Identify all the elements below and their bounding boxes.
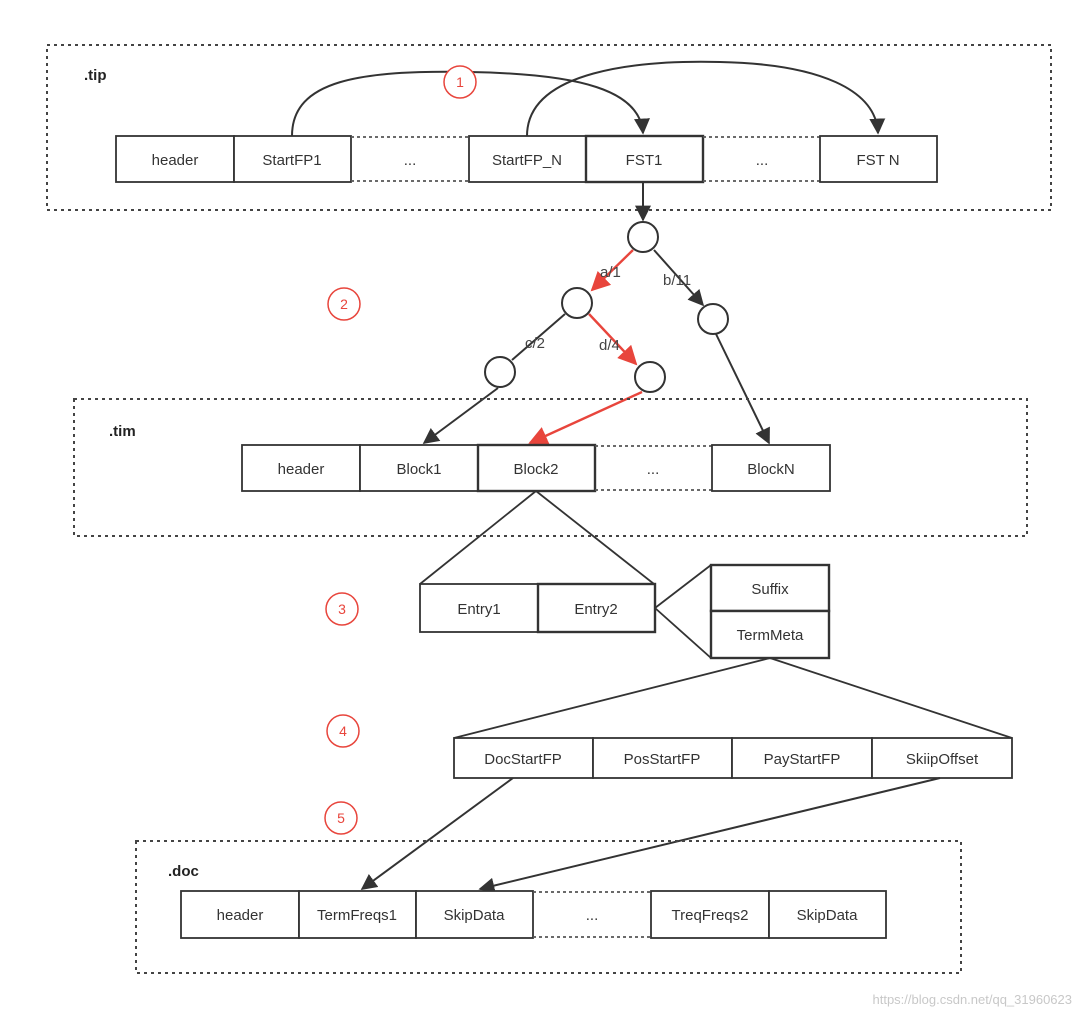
step-1-badge — [443, 65, 477, 99]
tim-frame — [73, 398, 1028, 537]
doc-cell-treqfreqs2 — [650, 890, 770, 939]
termmeta-cell — [709, 609, 831, 660]
termmeta-row: DocStartFP PosStartFP PayStartFP SkiipOf… — [324, 714, 1013, 835]
edge-c-label: c/2 — [525, 335, 545, 352]
edge-a-label: a/1 — [600, 264, 621, 281]
fan-block2-right — [535, 490, 655, 585]
tip-section-label: .tip — [84, 67, 107, 84]
tim-cell-block2-label: Block2 — [513, 461, 558, 478]
suffix-cell — [709, 563, 831, 613]
fst-node-a — [561, 287, 593, 319]
tip-cell-fst-n-label: FST N — [856, 152, 899, 169]
edge-d-label: d/4 — [599, 337, 620, 354]
fan-termmeta-right — [769, 657, 1013, 739]
step-3-label: 3 — [338, 601, 346, 617]
meta-cell-skipoffset-label: SkiipOffset — [906, 751, 979, 768]
edge-b-label: b/11 — [663, 272, 691, 289]
meta-cell-posstartfp-label: PosStartFP — [624, 751, 701, 768]
entry-detail: Suffix TermMeta — [709, 563, 831, 660]
tip-cell-startfp1 — [233, 135, 352, 183]
arrow-c-to-block1 — [422, 387, 499, 444]
step-1-label: 1 — [456, 74, 464, 90]
doc-cell-skipdata-1-label: SkipData — [444, 907, 506, 924]
tim-section-label: .tim — [109, 423, 136, 440]
step-4-label: 4 — [339, 723, 347, 739]
tip-cell-fst1-label: FST1 — [626, 152, 663, 169]
fan-termmeta-left — [453, 657, 771, 739]
entry-cell-1-label: Entry1 — [457, 601, 500, 618]
doc-cell-header — [180, 890, 300, 939]
doc-cell-treqfreqs2-label: TreqFreqs2 — [672, 907, 749, 924]
fan-block2-left — [419, 490, 537, 585]
edge-b — [653, 249, 705, 307]
edge-d — [588, 313, 638, 366]
doc-section: .doc header TermFreqs1 SkipData ... Treq… — [135, 840, 962, 974]
meta-cell-docstartfp — [453, 737, 594, 779]
fst-graph: a/1 b/11 c/2 d/4 2 — [327, 182, 770, 445]
edge-c — [511, 313, 566, 361]
entry-cell-2-label: Entry2 — [574, 601, 617, 618]
tip-section: .tip header StartFP1 ... StartFP_N FST1 … — [46, 44, 1052, 211]
doc-cell-header-label: header — [217, 907, 264, 924]
step-5-label: 5 — [337, 810, 345, 826]
meta-cell-docstartfp-label: DocStartFP — [484, 751, 562, 768]
fst-node-c — [484, 356, 516, 388]
doc-cell-skipdata-2-label: SkipData — [797, 907, 859, 924]
doc-gap-ellipsis: ... — [586, 907, 599, 924]
fan-entry2-bottom — [654, 607, 712, 659]
step-4-badge — [326, 714, 360, 748]
tim-section: .tim header Block1 Block2 ... BlockN — [73, 398, 1028, 537]
fst-node-root — [627, 221, 659, 253]
entry-row: Entry1 Entry2 3 — [325, 582, 657, 634]
tip-frame — [46, 44, 1052, 211]
tip-cell-header-label: header — [152, 152, 199, 169]
tip-gap-ellipsis-1: ... — [404, 152, 417, 169]
arrow-skipoffset-to-skipdata — [478, 777, 941, 894]
tip-cell-fst1 — [584, 134, 705, 184]
termmeta-cell-label: TermMeta — [737, 627, 804, 644]
tip-cell-fst-n — [819, 135, 938, 183]
meta-cell-skipoffset — [871, 737, 1013, 779]
step-2-badge — [327, 287, 361, 321]
tim-cell-block1 — [359, 444, 479, 492]
arrow-d-to-block2 — [528, 390, 643, 445]
step-3-badge — [325, 592, 359, 626]
suffix-cell-label: Suffix — [751, 581, 789, 598]
arc-startfpn-to-fstn — [526, 60, 886, 137]
fst-node-b — [697, 303, 729, 335]
edge-a — [590, 249, 634, 292]
arrow-b-to-blockn — [715, 333, 770, 445]
doc-section-label: .doc — [168, 863, 199, 880]
tim-cell-block1-label: Block1 — [396, 461, 441, 478]
step-5-badge — [324, 801, 358, 835]
watermark: https://blog.csdn.net/qq_31960623 — [873, 992, 1073, 1007]
doc-cell-termfreqs1-label: TermFreqs1 — [317, 907, 397, 924]
tip-cell-startfp-n-label: StartFP_N — [492, 152, 562, 169]
tim-cell-header-label: header — [278, 461, 325, 478]
arrow-docstartfp-to-termfreqs1 — [360, 777, 514, 890]
tip-cell-startfp1-label: StartFP1 — [262, 152, 321, 169]
entry-cell-1 — [419, 583, 539, 633]
step-2-label: 2 — [340, 296, 348, 312]
doc-cell-skipdata-2 — [768, 890, 887, 939]
tip-cell-header — [115, 135, 235, 183]
tim-gap-ellipsis: ... — [647, 461, 660, 478]
fst-node-d — [634, 361, 666, 393]
fan-entry2-top — [654, 564, 712, 609]
doc-frame — [135, 840, 962, 974]
meta-cell-posstartfp — [592, 737, 733, 779]
tim-cell-blockn-label: BlockN — [747, 461, 795, 478]
tim-cell-header — [241, 444, 361, 492]
tim-cell-blockn — [711, 444, 831, 492]
doc-cell-skipdata-1 — [415, 890, 534, 939]
tip-gap-ellipsis-2: ... — [756, 152, 769, 169]
meta-cell-paystartfp-label: PayStartFP — [764, 751, 841, 768]
